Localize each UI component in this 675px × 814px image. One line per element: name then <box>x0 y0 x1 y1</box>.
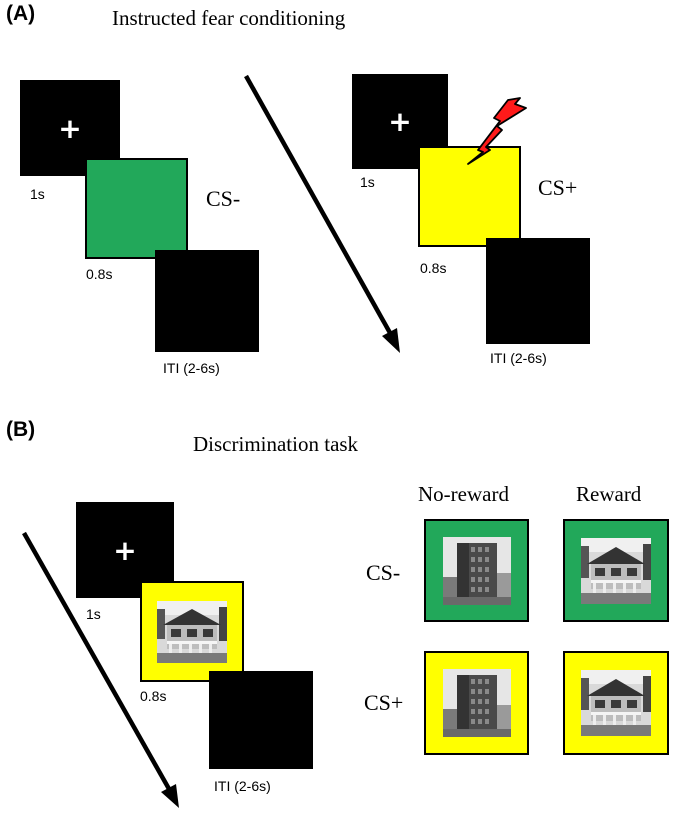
fixation-cross-icon: + <box>58 111 82 145</box>
cs-plus-no-reward-cell <box>424 651 529 755</box>
cs-plus-house-screen <box>140 581 244 682</box>
row-label-cs-plus: CS+ <box>364 690 404 715</box>
iti-screen <box>209 671 313 769</box>
tower-photo <box>442 669 511 737</box>
panel-b-label: (B) <box>6 418 36 441</box>
fixation-cross-icon: + <box>388 105 412 138</box>
tower-photo <box>442 536 511 605</box>
iti-label: ITI (2-6s) <box>214 778 271 794</box>
row-label-cs-minus: CS- <box>366 560 401 585</box>
column-header-reward: Reward <box>576 482 642 506</box>
iti-label: ITI (2-6s) <box>490 350 547 366</box>
fixation-screen-left: + <box>20 80 120 176</box>
fixation-duration-label: 1s <box>360 174 375 190</box>
fixation-duration-label: 1s <box>86 606 101 622</box>
panel-a-label: (A) <box>6 2 36 25</box>
cs-plus-reward-cell <box>563 651 669 755</box>
cs-minus-screen <box>85 158 188 259</box>
panel-a-title: Instructed fear conditioning <box>112 6 346 30</box>
house-photo <box>157 600 227 663</box>
cs-minus-reward-cell <box>563 519 669 622</box>
column-header-no-reward: No-reward <box>418 482 509 506</box>
cue-duration-label: 0.8s <box>420 260 447 276</box>
cue-duration-label: 0.8s <box>86 266 113 282</box>
cs-minus-label: CS- <box>206 186 241 211</box>
house-photo <box>581 537 651 604</box>
panel-b-title: Discrimination task <box>193 432 359 456</box>
iti-label: ITI (2-6s) <box>163 360 220 376</box>
cue-duration-label: 0.8s <box>140 688 167 704</box>
cs-plus-label: CS+ <box>538 175 578 200</box>
house-photo <box>581 670 651 736</box>
fixation-cross-icon: + <box>113 533 137 567</box>
iti-screen-left <box>155 250 259 352</box>
cs-minus-no-reward-cell <box>424 519 529 622</box>
iti-screen-right <box>486 238 590 344</box>
fixation-duration-label: 1s <box>30 186 45 202</box>
